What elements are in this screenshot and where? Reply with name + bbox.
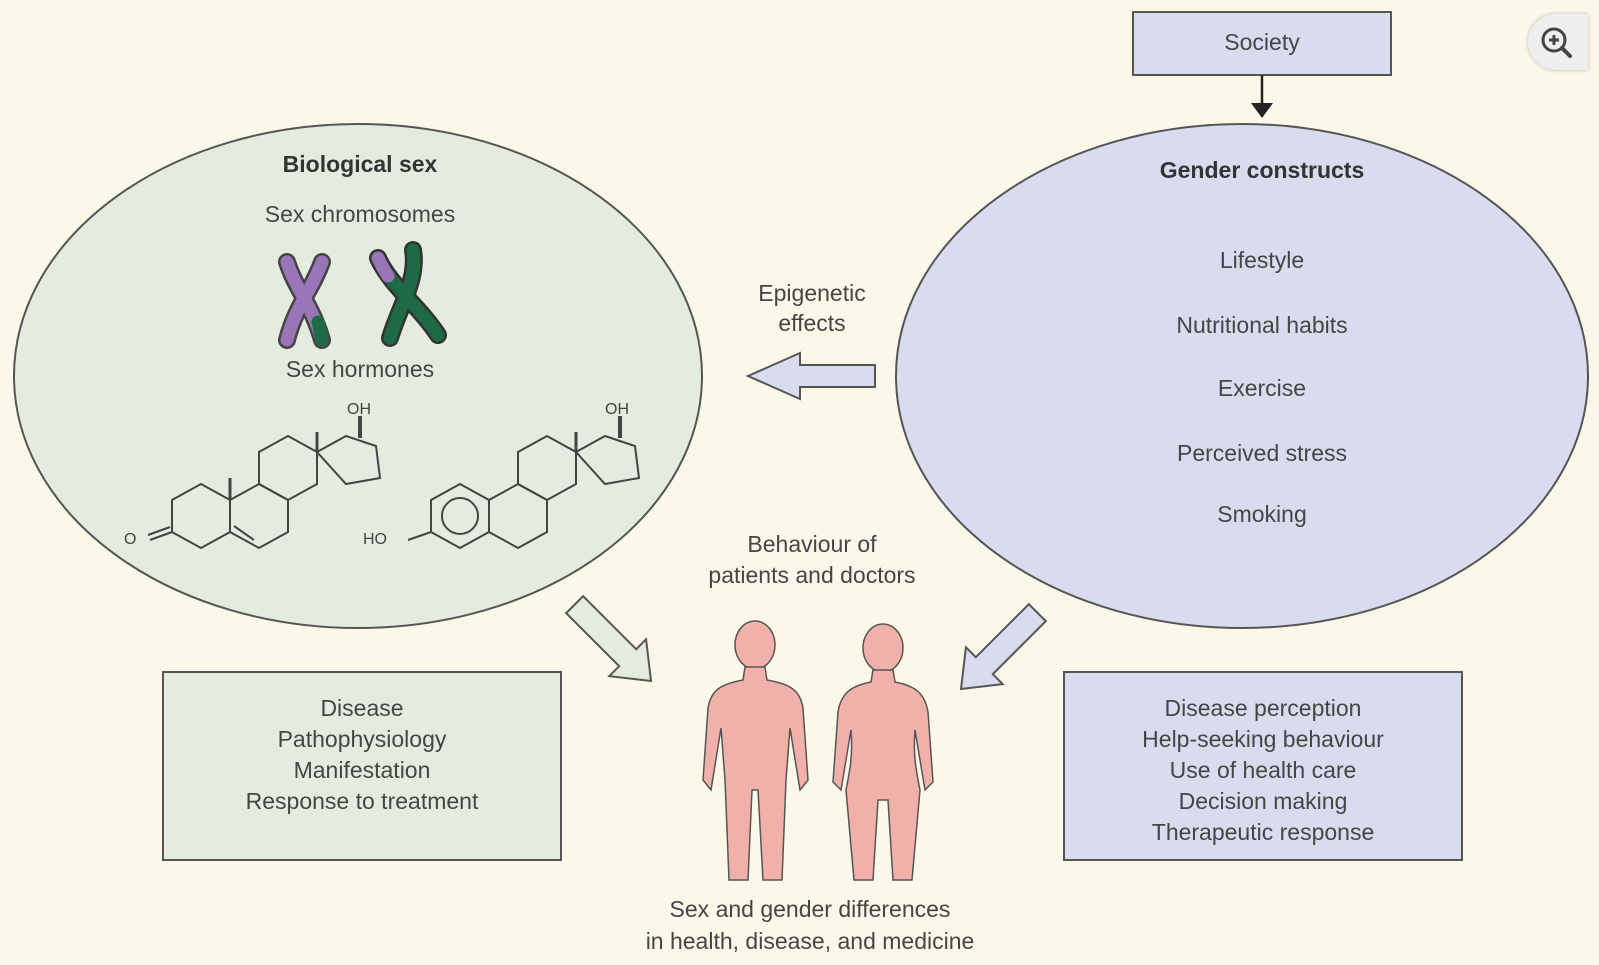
gender-item-exercise: Exercise [1217,375,1307,401]
biological-sex-title: Biological sex [282,151,438,177]
sex-chromosomes-label: Sex chromosomes [264,201,456,227]
left-box-line: Pathophysiology [277,726,447,752]
right-box-line: Decision making [1178,788,1348,814]
right-box-line: Therapeutic response [1151,819,1375,845]
epigenetic-arrow [745,351,876,401]
testosterone-molecule-icon [147,416,382,550]
left-outcome-box [162,671,562,861]
gender-constructs-circle [895,123,1589,629]
society-arrow-head [1251,103,1273,118]
sex-hormones-label: Sex hormones [285,356,435,382]
right-box-text: Disease perception Help-seeking behaviou… [1064,693,1462,848]
female-figure-icon [832,623,934,881]
hormone1-o-label: O [124,531,136,548]
footer-line2: in health, disease, and medicine [645,928,975,954]
male-figure-icon [702,620,809,881]
biological-to-humans-arrow [564,594,653,683]
gender-to-humans-arrow [959,602,1048,691]
left-box-line: Response to treatment [245,788,479,814]
hormone2-ho-label: HO [363,531,387,548]
epigenetic-line1: Epigenetic [758,280,866,306]
gender-item-lifestyle: Lifestyle [1219,247,1305,273]
left-box-line: Manifestation [293,757,431,783]
gender-item-perceived-stress: Perceived stress [1176,440,1347,466]
right-box-line: Help-seeking behaviour [1142,726,1384,752]
x-chromosome-purple-icon [278,253,331,349]
right-outcome-box [1063,671,1463,861]
hormone2-oh-label: OH [605,401,629,418]
gender-item-nutritional-habits: Nutritional habits [1176,312,1348,338]
right-box-line: Use of health care [1169,757,1357,783]
right-box-line: Disease perception [1164,695,1362,721]
gender-item-smoking: Smoking [1217,501,1307,527]
behaviour-line2: patients and doctors [708,562,916,588]
behaviour-line1: Behaviour of [747,531,877,557]
left-box-text: Disease Pathophysiology Manifestation Re… [163,693,561,817]
zoom-button[interactable] [1528,14,1588,70]
estradiol-molecule-icon [407,416,641,550]
footer-line1: Sex and gender differences [669,896,951,922]
hormone1-oh-label: OH [347,401,371,418]
gender-constructs-title: Gender constructs [1159,157,1365,183]
x-chromosome-green-icon [369,241,447,347]
zoom-in-icon [1541,27,1572,58]
society-label: Society [1224,29,1300,55]
left-box-line: Disease [320,695,404,721]
biological-sex-circle [13,123,703,629]
epigenetic-line2: effects [778,310,846,336]
